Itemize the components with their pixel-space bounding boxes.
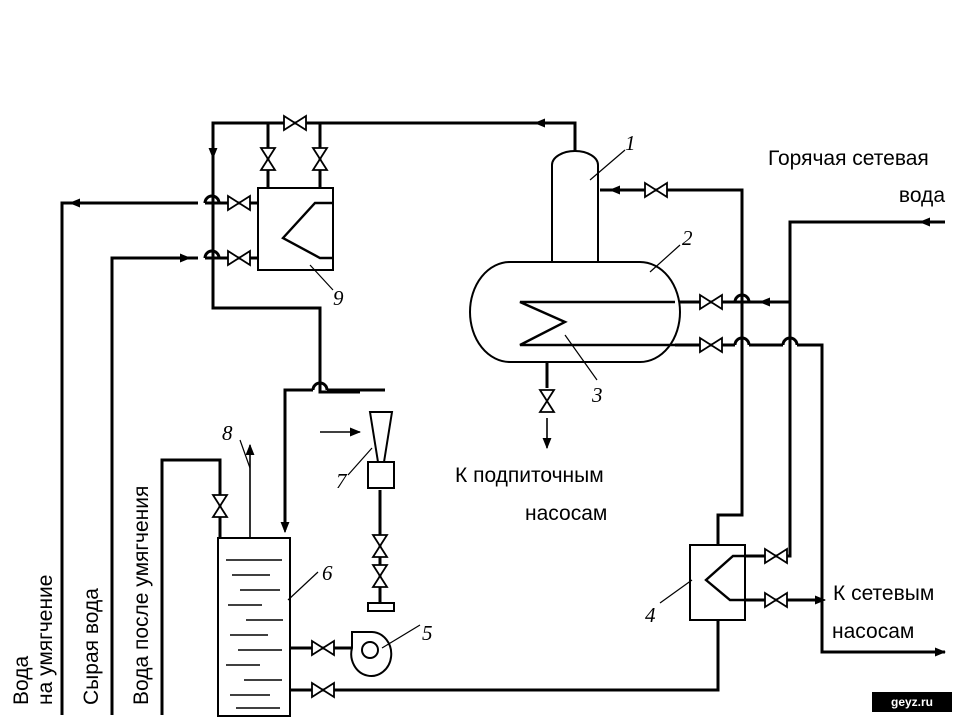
label-3: 3	[591, 383, 603, 407]
tank-water-hatching	[226, 559, 283, 709]
label-9: 9	[333, 286, 344, 310]
heat-exchanger-9	[257, 187, 334, 271]
valve-softened-water	[211, 494, 229, 518]
valve-tank-outlet	[311, 681, 335, 699]
softening-label-2: на умягчение	[34, 575, 57, 705]
coil-crossovers	[733, 336, 799, 346]
valve-top	[283, 114, 307, 132]
label-6: 6	[322, 561, 333, 585]
valve-heater4-inlet	[764, 547, 788, 565]
valve-heater9-top	[227, 194, 251, 212]
hot-water-pipe	[745, 220, 945, 558]
valves	[211, 114, 788, 699]
hot-water-label-1: Горячая сетевая	[768, 147, 929, 170]
valve-drain	[538, 389, 556, 413]
network-pumps-label-2: насосам	[832, 620, 914, 643]
valve-coil-outlet	[699, 336, 723, 354]
watermark: geyz.ru	[891, 695, 933, 709]
heater9-coil	[281, 201, 333, 260]
softening-label-1: Вода	[10, 656, 33, 705]
valve-branch-left	[259, 147, 277, 171]
softened-water-pipe	[160, 458, 222, 715]
valve-heater9-bottom	[227, 249, 251, 267]
deaeration-column	[551, 150, 599, 271]
valve-pump-suction	[311, 639, 335, 657]
valve-coil-inlet	[699, 293, 723, 311]
coil-crossover-top	[733, 293, 751, 303]
valve-column-inlet	[644, 181, 668, 199]
label-8: 8	[222, 421, 233, 445]
makeup-pumps-label-2: насосам	[525, 502, 607, 525]
valve-pump-lower	[371, 564, 389, 588]
makeup-tank	[217, 537, 291, 717]
valve-branch-right	[311, 147, 329, 171]
label-7: 7	[336, 469, 348, 493]
crossover-bump	[311, 381, 329, 391]
heater9-feed-pipes	[266, 123, 322, 188]
valve-pump-upper	[371, 534, 389, 558]
label-5: 5	[422, 621, 433, 645]
makeup-pumps-label-1: К подпиточным	[455, 464, 604, 487]
ejector-supply-pipe	[283, 388, 385, 530]
heat-exchanger-4	[689, 544, 746, 621]
ejector-motor	[367, 461, 395, 489]
softened-water-label: Вода после умягчения	[130, 486, 153, 705]
valve-heater4-outlet	[764, 591, 788, 609]
hot-water-label-2: вода	[899, 184, 945, 207]
ejector	[368, 411, 394, 463]
label-2: 2	[682, 226, 693, 250]
storage-tank	[469, 261, 681, 363]
raw-water-label: Сырая вода	[80, 588, 103, 705]
label-4: 4	[645, 603, 656, 627]
heating-steam-pipe	[600, 188, 744, 545]
watermark-box	[872, 692, 952, 712]
network-pumps-label-1: К сетевым	[833, 582, 934, 605]
crossovers	[203, 194, 221, 259]
pump-5	[350, 602, 395, 677]
leader-lines	[239, 149, 693, 649]
heater4-coil	[704, 554, 745, 602]
label-1: 1	[625, 131, 636, 155]
